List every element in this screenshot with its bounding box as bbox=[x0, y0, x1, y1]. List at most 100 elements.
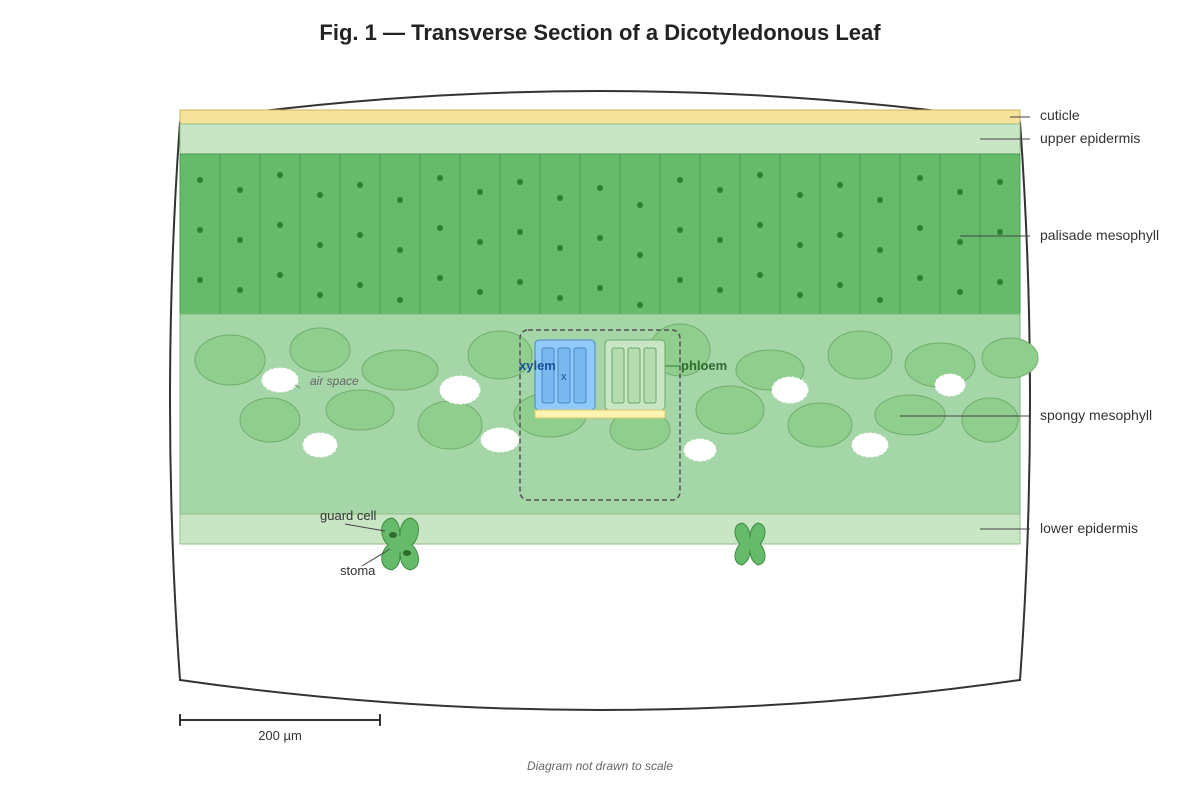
chloroplast bbox=[437, 275, 443, 281]
cuticle-label: cuticle bbox=[1040, 107, 1080, 123]
chloroplast bbox=[797, 292, 803, 298]
chloroplast bbox=[237, 187, 243, 193]
figure-title: Fig. 1 — Transverse Section of a Dicotyl… bbox=[319, 20, 881, 45]
chloroplast bbox=[477, 189, 483, 195]
spongy-cell bbox=[417, 400, 483, 450]
chloroplast bbox=[517, 229, 523, 235]
chloroplast bbox=[557, 295, 563, 301]
stoma-right bbox=[734, 522, 766, 566]
air-space bbox=[261, 367, 299, 393]
spongy-cell bbox=[787, 402, 853, 448]
stoma-label: stoma bbox=[340, 563, 376, 578]
xylem-vessel bbox=[573, 347, 587, 404]
stoma-leader bbox=[361, 548, 391, 567]
chloroplast bbox=[557, 195, 563, 201]
chloroplast bbox=[997, 279, 1003, 285]
chloroplast bbox=[397, 197, 403, 203]
chloroplast bbox=[837, 282, 843, 288]
spongy-cell bbox=[239, 397, 301, 443]
chloroplast bbox=[957, 289, 963, 295]
spongy-cell bbox=[981, 337, 1039, 379]
chloroplast bbox=[357, 232, 363, 238]
spongy-cell bbox=[874, 394, 946, 436]
spongy-cell bbox=[361, 349, 439, 391]
phloem-tube bbox=[627, 347, 641, 404]
chloroplast bbox=[757, 222, 763, 228]
chloroplast bbox=[397, 297, 403, 303]
chloroplast bbox=[677, 177, 683, 183]
chloroplast bbox=[597, 235, 603, 241]
chloroplast bbox=[797, 192, 803, 198]
chloroplast bbox=[357, 282, 363, 288]
chloroplast bbox=[917, 225, 923, 231]
chloroplast bbox=[517, 279, 523, 285]
chloroplast bbox=[917, 275, 923, 281]
guard-cell-label: guard cell bbox=[320, 508, 376, 523]
chloroplast bbox=[437, 175, 443, 181]
phloem-label: phloem bbox=[681, 358, 727, 373]
chloroplast bbox=[997, 229, 1003, 235]
air-space bbox=[302, 432, 338, 458]
chloroplast bbox=[597, 285, 603, 291]
chloroplast bbox=[477, 239, 483, 245]
palisade-label: palisade mesophyll bbox=[1040, 227, 1159, 243]
phloem-tube bbox=[611, 347, 625, 404]
chloroplast bbox=[197, 177, 203, 183]
chloroplast bbox=[597, 185, 603, 191]
air-space bbox=[480, 427, 520, 453]
chloroplast bbox=[837, 182, 843, 188]
chloroplast bbox=[317, 292, 323, 298]
chloroplast bbox=[997, 179, 1003, 185]
chloroplast bbox=[677, 277, 683, 283]
chloroplast bbox=[677, 227, 683, 233]
chloroplast bbox=[437, 225, 443, 231]
chloroplast bbox=[957, 239, 963, 245]
leaf-outline bbox=[169, 90, 1031, 711]
vascular-bundle: xylem x phloem bbox=[519, 329, 727, 501]
xylem-vessel bbox=[541, 347, 555, 404]
chloroplast bbox=[717, 287, 723, 293]
scale-bar: 200 µm bbox=[179, 714, 381, 743]
chloroplast bbox=[637, 202, 643, 208]
chloroplast bbox=[237, 237, 243, 243]
phloem-tube bbox=[643, 347, 657, 404]
chloroplast bbox=[757, 172, 763, 178]
spongy-cell bbox=[695, 385, 765, 435]
chloroplast bbox=[717, 187, 723, 193]
chloroplast bbox=[957, 189, 963, 195]
spongy-cell bbox=[961, 397, 1019, 443]
chloroplast bbox=[237, 287, 243, 293]
chloroplast bbox=[757, 272, 763, 278]
chloroplast bbox=[317, 242, 323, 248]
chloroplast bbox=[197, 277, 203, 283]
chloroplast bbox=[557, 245, 563, 251]
spongy-cell bbox=[289, 327, 351, 373]
spongy-cell bbox=[194, 334, 266, 386]
bundle-cap bbox=[534, 409, 666, 419]
chloroplast bbox=[477, 289, 483, 295]
air-space-leader bbox=[294, 384, 301, 389]
chloroplast bbox=[317, 192, 323, 198]
spongy-cell bbox=[325, 389, 395, 431]
chloroplast bbox=[637, 252, 643, 258]
guard-cell bbox=[734, 522, 766, 566]
spongy-label: spongy mesophyll bbox=[1040, 407, 1152, 423]
air-space-label: air space bbox=[310, 374, 359, 388]
footnote: Diagram not drawn to scale bbox=[527, 759, 673, 773]
chloroplast bbox=[837, 232, 843, 238]
xylem-marker: x bbox=[561, 371, 567, 383]
chloroplast bbox=[637, 302, 643, 308]
guard-cell-leader bbox=[344, 523, 386, 532]
chloroplast bbox=[797, 242, 803, 248]
spongy-cell bbox=[827, 330, 893, 380]
palisade-layer bbox=[179, 153, 1021, 315]
bundle-sheath bbox=[519, 329, 681, 501]
cuticle-layer bbox=[179, 109, 1021, 125]
chloroplast bbox=[877, 297, 883, 303]
upper-epidermis-label: upper epidermis bbox=[1040, 130, 1140, 146]
chloroplast bbox=[397, 247, 403, 253]
air-space bbox=[771, 376, 809, 404]
air-space bbox=[439, 375, 481, 405]
chloroplast bbox=[877, 197, 883, 203]
